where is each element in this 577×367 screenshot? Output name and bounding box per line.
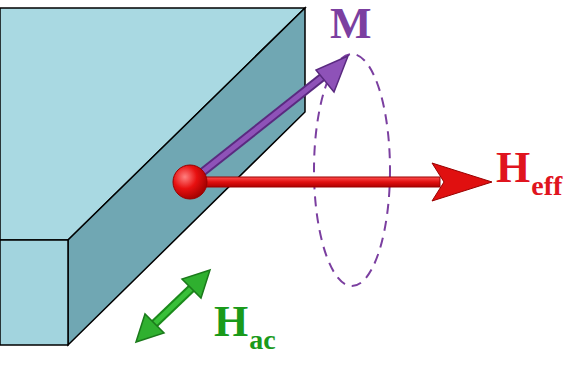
hac-shaft bbox=[150, 284, 196, 328]
field-subscript: eff bbox=[531, 172, 562, 200]
field-subscript: ac bbox=[249, 326, 275, 354]
precession-path bbox=[314, 54, 390, 286]
m-shaft bbox=[190, 75, 325, 182]
heff-shaft bbox=[190, 177, 440, 187]
heff-head bbox=[432, 163, 492, 201]
slab-front bbox=[0, 240, 68, 345]
hac-head-a bbox=[136, 314, 164, 342]
field-label: H bbox=[214, 300, 248, 344]
hac-head-b bbox=[182, 270, 210, 298]
m-shaft-light bbox=[190, 75, 325, 182]
hac-shaft-light bbox=[150, 284, 196, 328]
magnetization-label: M bbox=[330, 2, 372, 46]
spin-ball bbox=[173, 165, 207, 199]
field-label: H bbox=[496, 146, 530, 190]
m-head bbox=[316, 56, 348, 92]
